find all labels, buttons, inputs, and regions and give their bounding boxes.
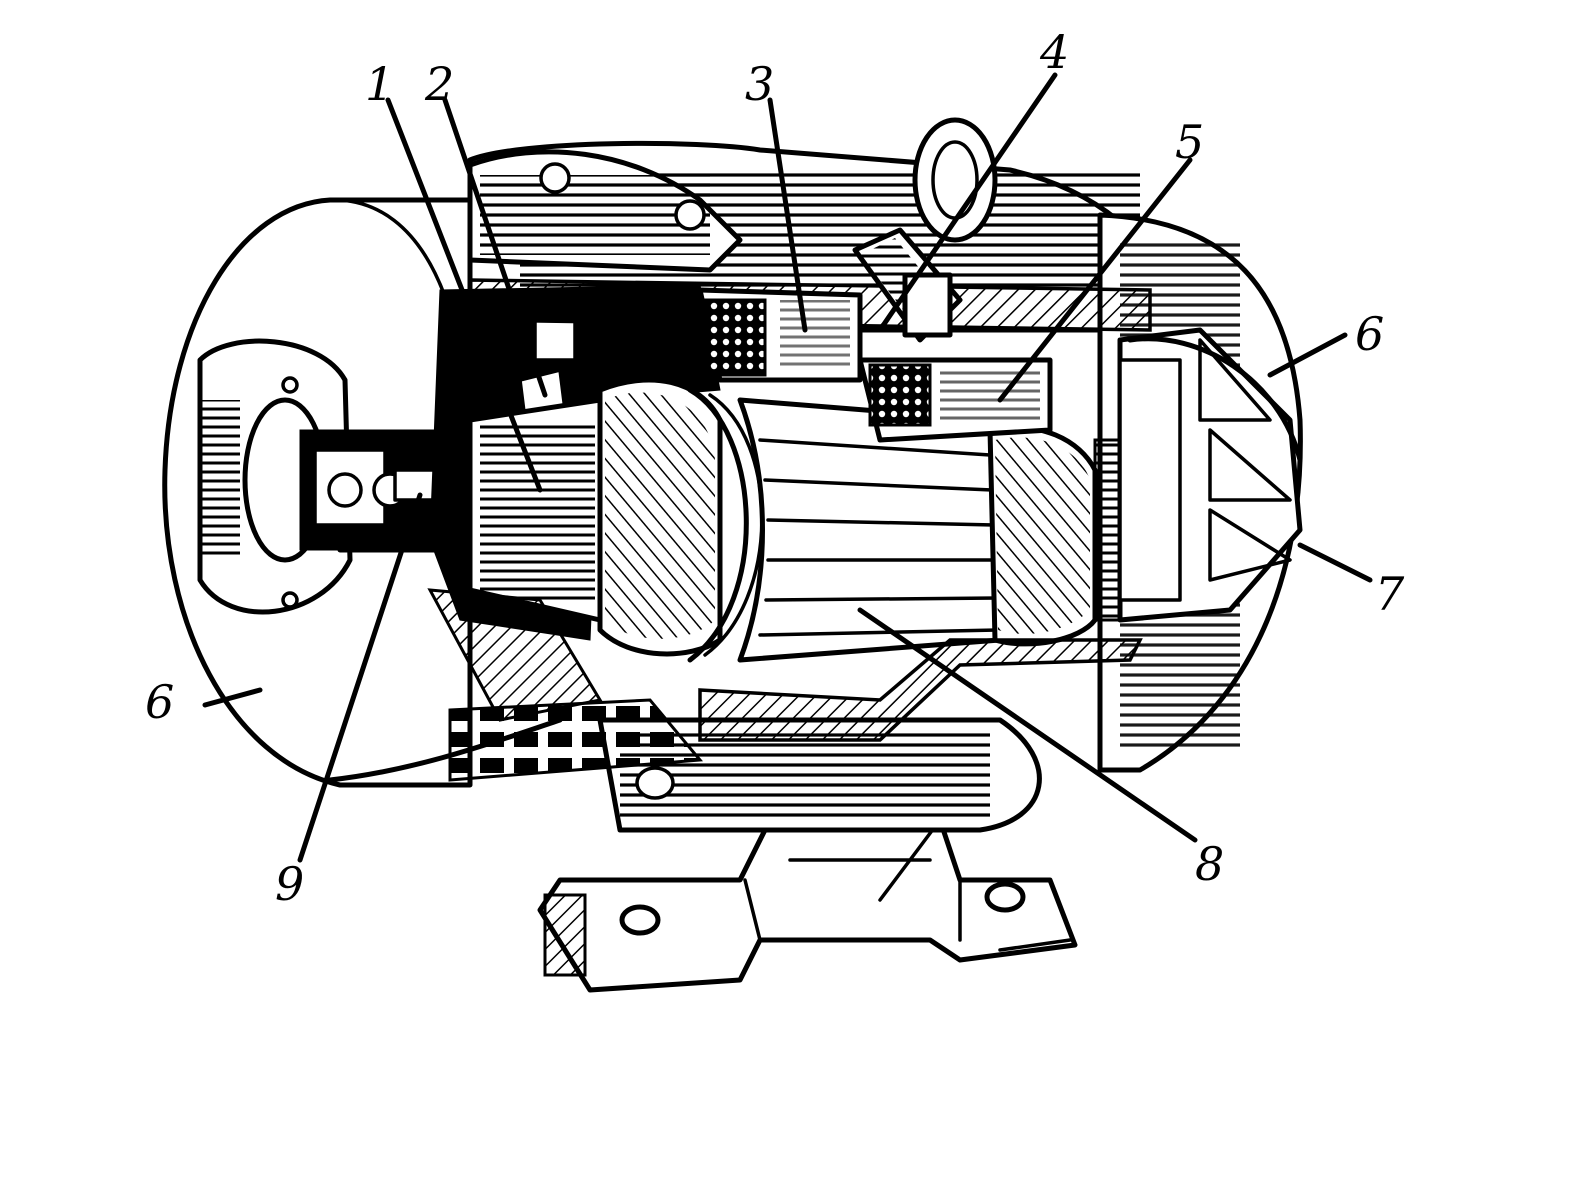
callout-9: 9 [275,857,304,911]
armature-winding-end [597,377,764,663]
leader-line-6b [1267,332,1348,378]
leader-line-9 [297,492,423,863]
callout-6-right: 6 [1355,307,1384,361]
callout-8: 8 [1195,837,1224,891]
leader-lines [202,72,1373,863]
callout-3: 3 [745,57,774,111]
callout-5: 5 [1175,115,1204,169]
commutator [467,397,603,623]
callout-4: 4 [1039,25,1069,79]
leader-line-5 [997,157,1193,403]
callout-1: 1 [365,57,394,111]
field-poles [427,278,1152,742]
leader-line-1 [385,97,543,493]
leader-line-4 [877,72,1058,333]
leader-line-7 [1297,542,1373,583]
leader-line-8 [857,607,1198,843]
armature-core [737,397,1003,663]
cooling-fan [1117,327,1303,623]
callout-2: 2 [424,57,454,111]
callout-7: 7 [1375,567,1405,621]
rear-winding [987,424,1122,647]
callout-6-left: 6 [145,675,174,729]
leader-line-3 [767,97,808,333]
callout-labels: 1 2 3 4 5 6 6 7 8 9 [145,25,1405,911]
leader-line-6a [202,687,263,708]
leader-line-2 [442,97,548,398]
